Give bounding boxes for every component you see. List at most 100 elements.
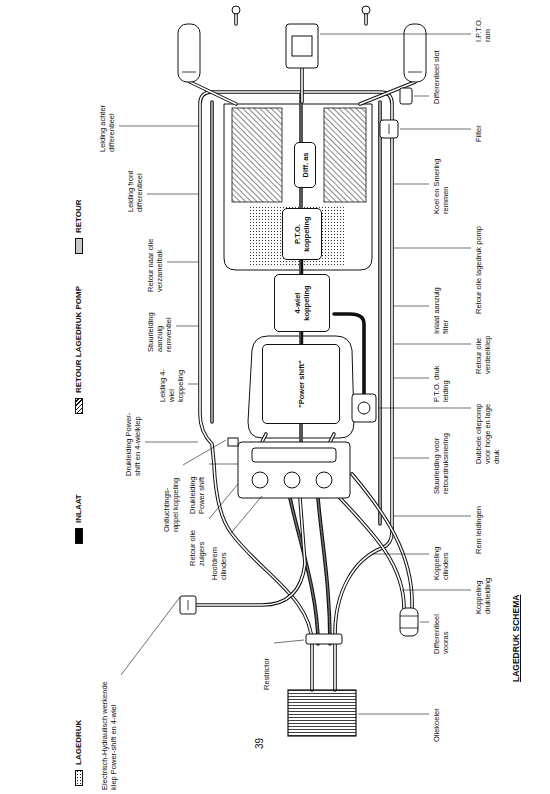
callout-label: Koppeling cilinders: [432, 536, 450, 580]
legend-swatch: [75, 238, 83, 254]
ipto-ram-part: [286, 24, 318, 68]
tubes-part: [301, 68, 303, 102]
callout-label: Hoofdrem cilinders: [210, 536, 228, 580]
rear-cylinders-part: [178, 24, 200, 82]
callout-label: P.T.O. druk leiding: [432, 354, 450, 402]
leader-line: [147, 194, 198, 195]
rear-cylinders-part: [408, 72, 422, 73]
callout-label: Drukleiding Power-shift en 4-wielklep: [124, 410, 142, 476]
callout-label: Differentieel slot: [432, 48, 441, 104]
legend-swatch: [75, 398, 83, 414]
solenoid-valve: [180, 596, 196, 614]
callout-label: Rem leidingen: [474, 500, 483, 554]
rear-housing-part: [250, 206, 346, 266]
callout-label: Filter: [474, 112, 483, 142]
tubes-part: [190, 82, 236, 104]
tubes: [190, 12, 415, 690]
callout-label: I.P.T.O. ram: [474, 8, 492, 42]
tubes-part: [210, 102, 214, 422]
legend-text: RETOUR: [74, 199, 83, 233]
housing-box: P.T.O. koppeling: [282, 208, 322, 260]
solenoid-valve-part: [188, 600, 189, 610]
callout-label: Dubbele oliepomp voor hoge en lage druk: [474, 398, 501, 464]
rear-housing-part: [232, 108, 282, 202]
leader-line: [420, 622, 429, 623]
tubes-part: [352, 474, 412, 608]
leader-line: [320, 34, 471, 35]
callout-label: Inlaat aanzuig filter: [432, 278, 450, 334]
rear-housing-part: [224, 104, 372, 270]
rear-housing-part: [324, 108, 366, 202]
legend-text: INLAAT: [74, 494, 83, 523]
tubes-part: [340, 498, 404, 608]
callout-label: Koppeling drukleiding: [474, 566, 492, 614]
shaft-connector: [301, 260, 303, 274]
callout-label: Restrictor: [262, 646, 271, 690]
front-differential-part: [400, 616, 418, 617]
callout-label: Retour olie lagedruk pomp: [474, 214, 483, 314]
tubes-part: [194, 498, 305, 605]
leader-line: [145, 442, 198, 443]
tubes-part: [379, 102, 381, 524]
solenoid-valve-part: [180, 596, 196, 614]
leader-line: [394, 458, 429, 459]
housing-label: Diff. as: [301, 153, 310, 178]
double-pump: [352, 394, 376, 422]
ipto-ram-part: [292, 36, 312, 56]
front-valve-block-part: [228, 438, 238, 446]
leader-line: [231, 496, 262, 533]
filter-part: [389, 124, 390, 134]
restrictor-part: [306, 634, 342, 644]
legend-text: LAGEDRUK: [74, 720, 83, 765]
tubes-part: [194, 498, 305, 605]
callout-label: Retour olie zuigers: [188, 522, 206, 566]
callout-label: Retour olie verdeelklep: [474, 326, 492, 374]
callout-label: Leiding front differentieel: [126, 158, 144, 212]
tubes-part: [340, 498, 404, 608]
oil-cooler: [288, 690, 356, 736]
housing-label: P.T.O. koppeling: [293, 212, 311, 256]
power-shift-housing: [248, 336, 354, 438]
leader-line: [394, 378, 429, 379]
tubes-part: [330, 434, 334, 442]
leader-line: [188, 384, 198, 385]
rear-cylinders: [178, 24, 426, 82]
leader-line: [121, 597, 180, 675]
tubes-part: [262, 434, 266, 442]
legend-item: LAGEDRUK: [74, 720, 83, 786]
tubes-part: [352, 474, 412, 608]
callout-label: Leiding achter differentieel: [98, 98, 116, 152]
power-shift-housing-part: [248, 336, 354, 438]
legend-item: INLAAT: [74, 494, 83, 544]
legend-text: RETOUR LAGEDRUK POMP: [74, 286, 83, 393]
leader-line: [378, 408, 471, 409]
tubes-part: [200, 92, 392, 690]
leader-line: [119, 126, 198, 127]
front-valve-block-part: [252, 472, 268, 488]
oil-cooler-part: [288, 690, 356, 736]
front-valve-block-part: [238, 442, 350, 498]
leader-line: [209, 484, 238, 519]
callout-label: Electrisch-Hydraulisch werkende klep Pow…: [100, 678, 118, 790]
tubes-part: [300, 68, 304, 102]
leader-line: [372, 554, 429, 555]
tubes-part: [211, 102, 213, 422]
rear-housing: [224, 104, 372, 270]
leader-line: [414, 96, 429, 97]
couplers-part: [232, 6, 240, 14]
leader-line: [176, 326, 198, 327]
callout-label: Ontluchtings-nippel koppeling: [162, 468, 180, 532]
tubes-part: [330, 434, 334, 442]
leader-line: [209, 464, 238, 465]
front-differential-part: [400, 608, 418, 636]
tubes-part: [318, 498, 330, 644]
restrictor: [306, 634, 342, 644]
leader-line: [394, 344, 471, 345]
leader-line: [358, 714, 429, 715]
tubes-part: [378, 102, 382, 524]
leader-line: [394, 516, 471, 517]
sheet-label: 39: [254, 729, 266, 749]
callout-label: Oliekoeler: [432, 692, 441, 742]
front-differential: [400, 608, 418, 636]
couplers-part: [362, 6, 370, 14]
